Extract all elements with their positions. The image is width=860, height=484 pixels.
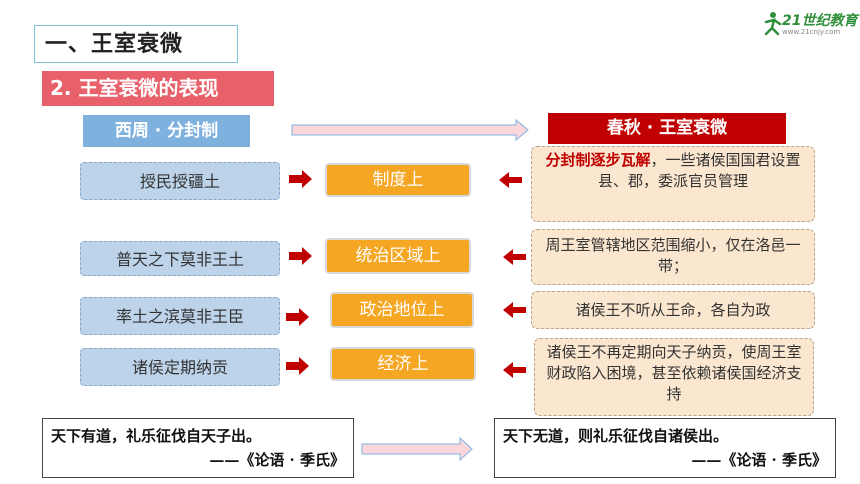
quote-box-right: 天下无道，则礼乐征伐自诸侯出。 ——《论语 · 季氏》 [494,418,836,478]
left-arrow [503,249,526,265]
header-arrow [291,118,529,142]
brand-logo: 21世纪教育 www.21cnjy.com [760,8,857,42]
left-arrow [503,362,526,378]
aspect-box-4: 经济上 [330,347,476,381]
right-box-1: 分封制逐步瓦解，一些诸侯国国君设置县、郡，委派官员管理 [531,146,815,222]
quote-source: ——《论语 · 季氏》 [209,451,345,469]
aspect-box-1: 制度上 [325,163,471,197]
quote-arrow [361,436,473,462]
right-box-text: ，一些诸侯国国君设置县、郡，委派官员管理 [597,151,801,190]
sub-title: 2. 王室衰微的表现 [42,71,274,106]
aspect-box-3: 政治地位上 [330,292,474,328]
logo-url: www.21cnjy.com [782,28,841,36]
highlight-text: 分封制逐步瓦解 [545,151,651,169]
left-box-1: 授民授疆土 [80,162,280,200]
quote-source: ——《论语 · 季氏》 [691,451,827,469]
left-arrow [499,172,522,188]
left-box-3: 率土之滨莫非王臣 [80,297,280,335]
left-box-2: 普天之下莫非王土 [80,241,280,276]
right-arrow [286,357,309,375]
quote-box-left: 天下有道，礼乐征伐自天子出。 ——《论语 · 季氏》 [42,418,354,478]
quote-text: 天下有道，礼乐征伐自天子出。 [51,427,262,445]
right-arrow [286,308,309,326]
right-header: 春秋 · 王室衰微 [548,113,786,144]
aspect-box-2: 统治区域上 [325,238,471,274]
right-box-4: 诸侯王不再定期向天子纳贡，使周王室财政陷入困境，甚至依赖诸侯国经济支持 [534,338,814,416]
right-box-2: 周王室管辖地区范围缩小，仅在洛邑一带； [531,229,815,285]
left-header: 西周 · 分封制 [83,115,250,147]
logo-text: 21世纪教育 [782,13,858,29]
right-box-3: 诸侯王不听从王命，各自为政 [531,291,815,329]
right-arrow [289,170,312,188]
left-arrow [503,302,526,318]
runner-icon [764,12,782,36]
right-arrow [289,247,312,265]
left-box-4: 诸侯定期纳贡 [80,348,280,386]
section-title: 一、王室衰微 [34,25,238,63]
quote-text: 天下无道，则礼乐征伐自诸侯出。 [503,427,729,445]
